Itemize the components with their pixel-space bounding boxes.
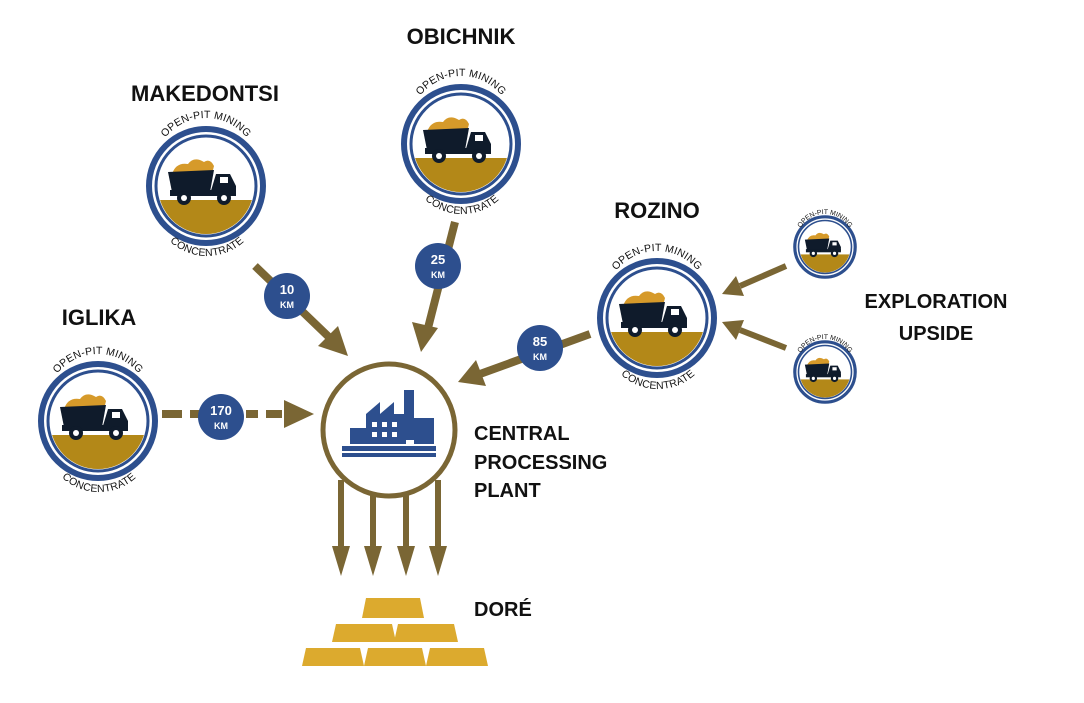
plant-label-line1: CENTRAL bbox=[474, 423, 570, 445]
label-central-processing-plant: CENTRAL PROCESSING PLANT bbox=[474, 423, 607, 502]
arrow-exploration-2 bbox=[738, 327, 788, 351]
site-name-rozino: ROZINO bbox=[614, 198, 700, 223]
arrows-to-dore bbox=[332, 480, 447, 576]
factory-icon bbox=[342, 390, 436, 457]
exploration-label-line2: UPSIDE bbox=[899, 323, 973, 345]
factory-windows bbox=[372, 422, 397, 437]
distance-unit: KM bbox=[431, 270, 445, 280]
distance-iglika: 170 KM bbox=[198, 394, 244, 440]
site-name-iglika: IGLIKA bbox=[62, 305, 137, 330]
site-name-obichnik: OBICHNIK bbox=[407, 24, 516, 49]
central-processing-plant bbox=[320, 361, 458, 499]
plant-label-line2: PROCESSING bbox=[474, 452, 607, 474]
arrowhead-exploration-1 bbox=[722, 276, 744, 296]
distance-unit: KM bbox=[280, 300, 294, 310]
plant-label-line3: PLANT bbox=[474, 480, 541, 502]
site-obichnik: OBICHNIK OPEN-PIT MINING CONCENTRATE bbox=[404, 24, 518, 217]
site-exploration-2: OPEN-PIT MINING bbox=[795, 334, 855, 402]
site-exploration-1: OPEN-PIT MINING bbox=[795, 209, 855, 277]
arrowhead-obichnik bbox=[412, 322, 438, 352]
site-makedontsi: MAKEDONTSI OPEN-PIT MINING CONCENTRATE bbox=[131, 81, 279, 259]
distance-value: 170 bbox=[210, 403, 232, 418]
arrowhead-makedontsi bbox=[318, 326, 348, 356]
distance-value: 10 bbox=[280, 282, 294, 297]
gold-bars-icon bbox=[302, 598, 488, 666]
distance-value: 25 bbox=[431, 252, 445, 267]
arrow-exploration-1 bbox=[738, 263, 788, 289]
truck-icon bbox=[404, 87, 518, 201]
arrows bbox=[162, 221, 788, 576]
site-name-makedontsi: MAKEDONTSI bbox=[131, 81, 279, 106]
arrow-iglika-dashed bbox=[162, 400, 314, 428]
exploration-label-line1: EXPLORATION bbox=[865, 291, 1008, 313]
site-iglika: IGLIKA OPEN-PIT MINING CONCENTRATE bbox=[41, 305, 155, 495]
arrowhead-exploration-2 bbox=[722, 320, 744, 340]
distance-obichnik: 25 KM bbox=[415, 243, 461, 289]
distance-value: 85 bbox=[533, 334, 547, 349]
distance-unit: KM bbox=[533, 352, 547, 362]
truck-icon bbox=[41, 364, 155, 478]
label-dore: DORÉ bbox=[474, 598, 532, 621]
truck-icon bbox=[149, 129, 263, 243]
distance-rozino: 85 KM bbox=[517, 325, 563, 371]
truck-icon bbox=[600, 261, 714, 375]
site-rozino: ROZINO OPEN-PIT MINING CONCENTRATE bbox=[600, 198, 714, 392]
distance-unit: KM bbox=[214, 421, 228, 431]
distance-makedontsi: 10 KM bbox=[264, 273, 310, 319]
arrowhead-rozino bbox=[458, 360, 486, 386]
label-exploration-upside: EXPLORATION UPSIDE bbox=[865, 291, 1008, 345]
